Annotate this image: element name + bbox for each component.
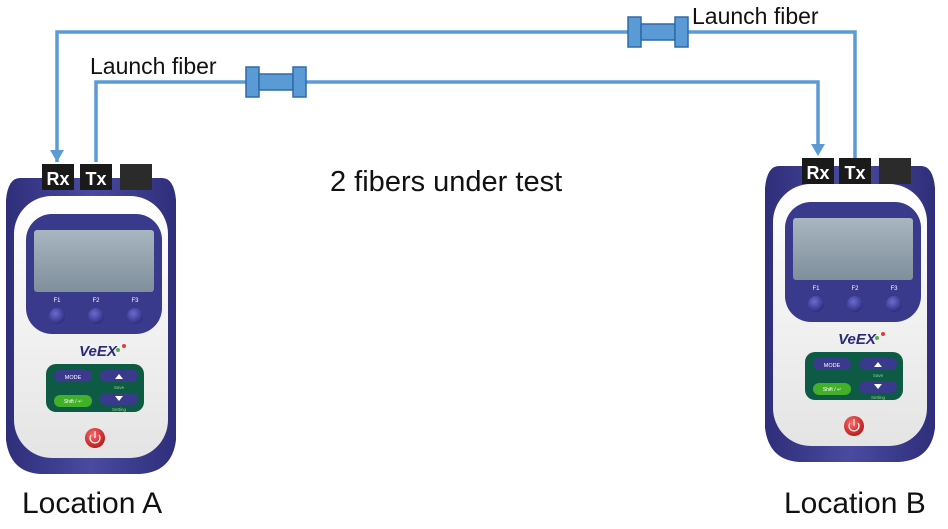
f2-button[interactable] — [847, 296, 863, 312]
location-a-label: Location A — [22, 487, 163, 520]
rx-port-label: Rx — [46, 169, 69, 189]
setting-label: Setting — [112, 407, 127, 412]
device-location-a: F1 F2 F3 VeEX MODE Save Shift / ↵ Settin… — [6, 164, 176, 474]
f1-label: F1 — [812, 286, 820, 292]
save-label: Save — [114, 385, 125, 390]
down-arrow-icon — [874, 384, 882, 389]
f3-button[interactable] — [127, 308, 143, 324]
device-location-b: F1 F2 F3 VeEX MODE Save Shift / ↵ Settin… — [765, 158, 935, 462]
arrow-into-rx-a — [50, 150, 64, 162]
location-b-label: Location B — [784, 487, 926, 520]
power-icon — [848, 422, 860, 432]
tx-port[interactable] — [80, 164, 112, 190]
f3-button[interactable] — [886, 296, 902, 312]
down-arrow-icon — [115, 396, 123, 401]
f3-label: F3 — [890, 286, 898, 292]
f1-label: F1 — [53, 298, 61, 304]
extra-port — [879, 158, 911, 184]
shift-button[interactable] — [813, 383, 851, 395]
f2-button[interactable] — [88, 308, 104, 324]
shift-label: Shift / ↵ — [64, 399, 82, 405]
up-arrow-icon — [874, 362, 882, 367]
led-red-icon — [881, 332, 885, 336]
fibers-under-test-label: 2 fibers under test — [330, 166, 563, 198]
launch-fiber-label-bottom: Launch fiber — [90, 53, 217, 79]
connector-bottom — [245, 66, 307, 98]
led-green-icon — [116, 348, 120, 352]
tx-port[interactable] — [839, 158, 871, 184]
led-green-icon — [875, 336, 879, 340]
f3-label: F3 — [131, 298, 139, 304]
brand-logo: VeEX — [79, 343, 118, 360]
setting-label: Setting — [871, 395, 886, 400]
fiber-inner — [94, 80, 820, 162]
power-icon — [89, 434, 101, 444]
mode-label: MODE — [824, 363, 841, 369]
shift-label: Shift / ↵ — [823, 387, 841, 393]
shift-button[interactable] — [54, 395, 92, 407]
connector-top — [627, 16, 689, 48]
screen — [793, 218, 913, 280]
arrow-into-rx-b — [811, 144, 825, 156]
save-label: Save — [873, 373, 884, 378]
mode-button[interactable] — [813, 358, 851, 370]
fiber-outer — [55, 30, 857, 162]
f2-label: F2 — [92, 298, 100, 304]
rx-port[interactable] — [802, 158, 834, 184]
tx-port-label: Tx — [844, 163, 865, 183]
tx-port-label: Tx — [85, 169, 106, 189]
launch-fiber-label-top: Launch fiber — [692, 3, 819, 29]
f1-button[interactable] — [808, 296, 824, 312]
up-arrow-icon — [115, 374, 123, 379]
extra-port — [120, 164, 152, 190]
f2-label: F2 — [851, 286, 859, 292]
f1-button[interactable] — [49, 308, 65, 324]
screen — [34, 230, 154, 292]
rx-port[interactable] — [42, 164, 74, 190]
led-red-icon — [122, 344, 126, 348]
rx-port-label: Rx — [806, 163, 829, 183]
brand-logo: VeEX — [838, 331, 877, 348]
mode-button[interactable] — [54, 370, 92, 382]
mode-label: MODE — [65, 375, 82, 381]
